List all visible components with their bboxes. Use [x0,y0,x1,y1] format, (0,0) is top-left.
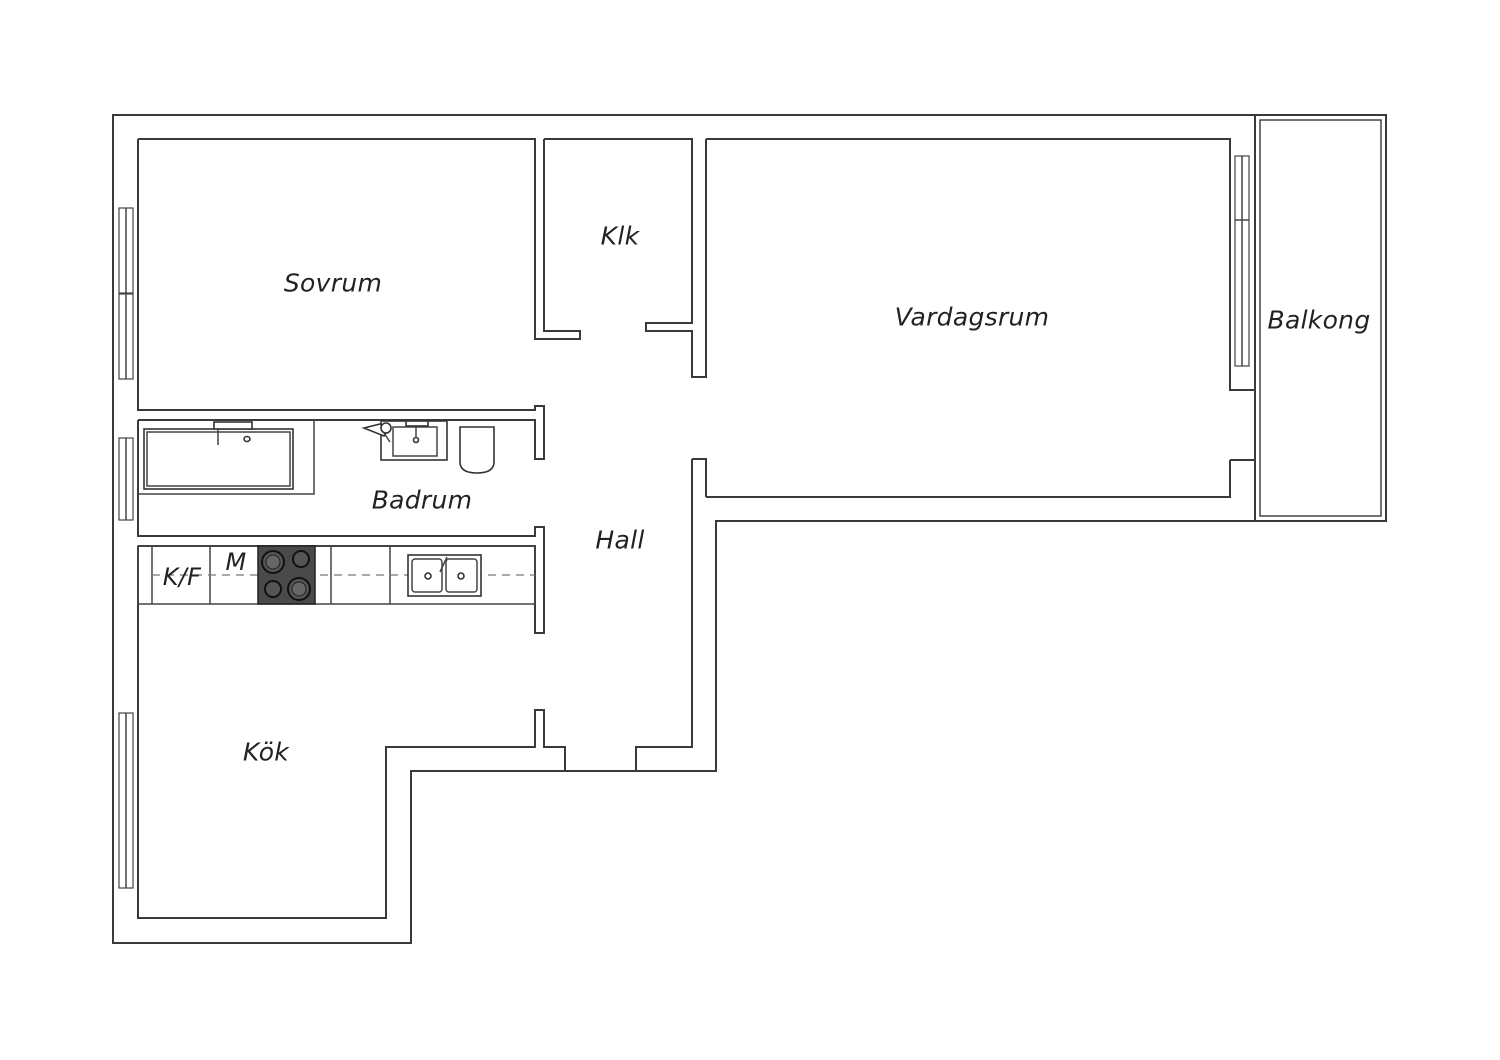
appliance-label-m: M [225,548,247,576]
room-label-kok: Kök [242,737,290,767]
room-label-vardagsrum: Vardagsrum [894,302,1050,332]
room-label-sovrum: Sovrum [283,268,383,298]
appliance-label-kf: K/F [162,563,202,591]
inner-walls [137,138,1255,919]
bathroom-fixtures [143,420,495,490]
outer-walls [112,114,1387,944]
room-label-badrum: Badrum [371,485,473,515]
room-label-hall: Hall [595,525,645,555]
windows [118,155,1250,889]
room-label-balkong: Balkong [1267,305,1371,335]
kitchen-counter [137,545,536,605]
bathtub-faucet [213,421,253,430]
room-label-klk: Klk [600,221,640,251]
toilet [459,426,495,474]
